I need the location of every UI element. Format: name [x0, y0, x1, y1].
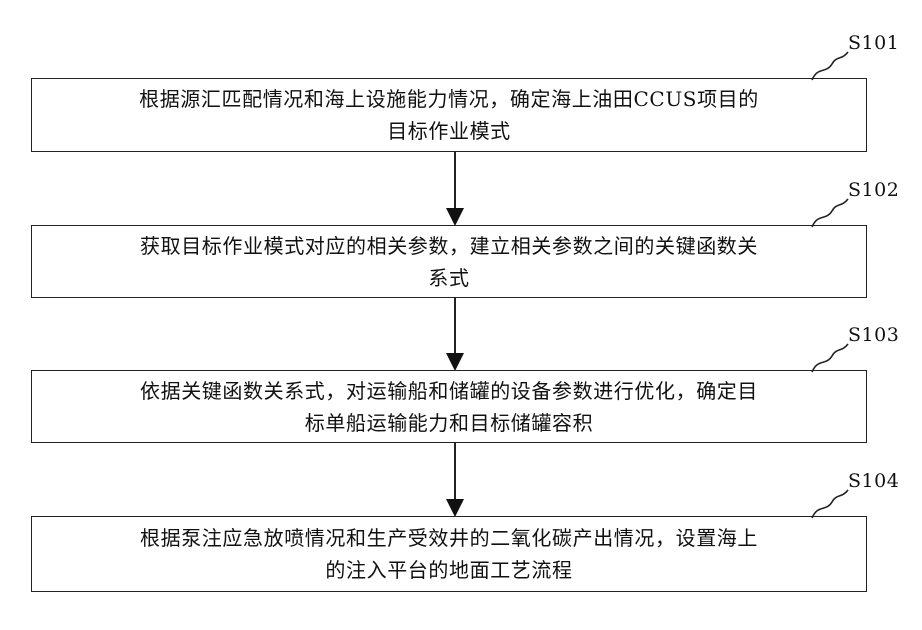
- step-box-s103: 依据关键函数关系式，对运输船和储罐的设备参数进行优化，确定目 标单船运输能力和目…: [31, 370, 867, 443]
- step-label-s101: S101: [848, 32, 899, 54]
- step-text-line: 标单船运输能力和目标储罐容积: [305, 407, 593, 439]
- arrowhead-s104: [446, 499, 464, 517]
- step-text-line: 依据关键函数关系式，对运输船和储罐的设备参数进行优化，确定目: [140, 375, 758, 407]
- arrowhead-s103: [446, 353, 464, 371]
- step-text-line: 根据源汇匹配情况和海上设施能力情况，确定海上油田CCUS项目的: [139, 83, 759, 115]
- label-leader-s102: [812, 199, 848, 227]
- step-text-line: 系式: [428, 262, 469, 294]
- label-leader-s104: [812, 490, 848, 518]
- label-leader-s103: [812, 344, 848, 372]
- step-text-line: 获取目标作业模式对应的相关参数，建立相关参数之间的关键函数关: [140, 230, 758, 262]
- step-box-s104: 根据泵注应急放喷情况和生产受效井的二氧化碳产出情况，设置海上 的注入平台的地面工…: [31, 516, 867, 592]
- step-text-line: 的注入平台的地面工艺流程: [325, 554, 572, 586]
- step-text-line: 目标作业模式: [387, 115, 511, 147]
- step-label-s103: S103: [848, 324, 899, 346]
- step-box-s102: 获取目标作业模式对应的相关参数，建立相关参数之间的关键函数关 系式: [31, 225, 867, 298]
- step-label-s102: S102: [848, 179, 899, 201]
- step-text-line: 根据泵注应急放喷情况和生产受效井的二氧化碳产出情况，设置海上: [140, 522, 758, 554]
- step-label-s104: S104: [848, 470, 899, 492]
- label-leader-s101: [812, 52, 848, 80]
- step-box-s101: 根据源汇匹配情况和海上设施能力情况，确定海上油田CCUS项目的 目标作业模式: [31, 78, 867, 152]
- arrowhead-s102: [446, 208, 464, 226]
